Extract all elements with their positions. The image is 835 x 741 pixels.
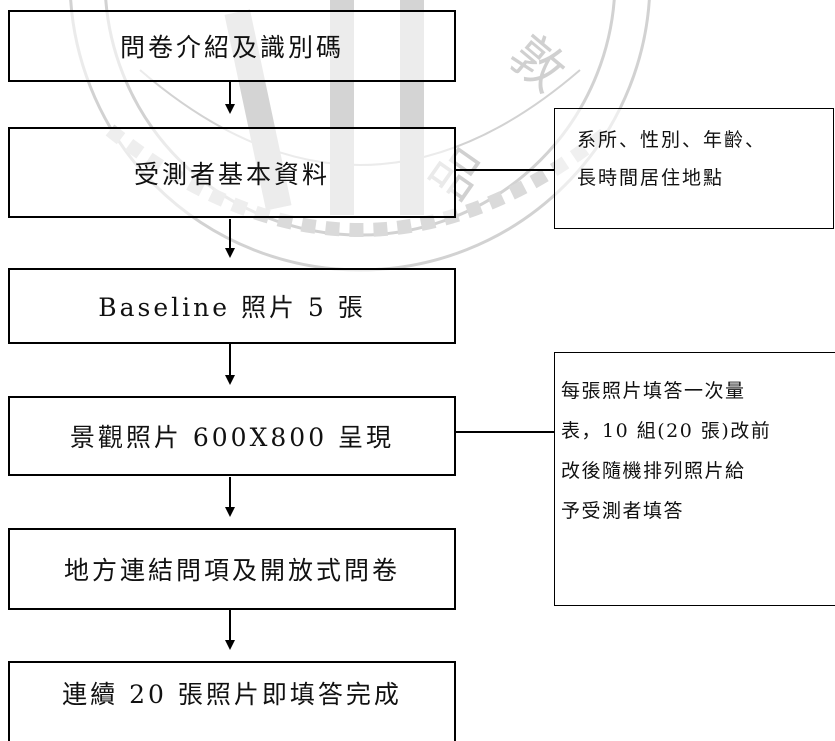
note-procedure-line-3: 改後隨機排列照片給 [561, 460, 746, 482]
step-baseline-photos: Baseline 照片 5 張 [8, 268, 456, 344]
step-basic-info: 受測者基本資料 [8, 127, 456, 218]
note-procedure-line-4: 予受測者填答 [561, 500, 685, 522]
step-landscape-photos: 景觀照片 600X800 呈現 [8, 396, 456, 476]
note-demographics-line-1: 系所、性別、年齡、 [577, 129, 767, 151]
note-procedure: 每張照片填答一次量 表，10 組(20 張)改前 改後隨機排列照片給 予受測者填… [554, 352, 835, 606]
step-completion: 連續 20 張照片即填答完成 [8, 661, 456, 741]
note-demographics-line-2: 長時間居住地點 [577, 167, 725, 189]
note-procedure-line-1: 每張照片填答一次量 [561, 380, 746, 402]
note-procedure-line-2: 表，10 組(20 張)改前 [561, 420, 772, 442]
step-questionnaire-intro: 問卷介紹及識別碼 [8, 10, 456, 82]
step-place-attachment-items: 地方連結問項及開放式問卷 [8, 528, 456, 610]
note-demographics: 系所、性別、年齡、 長時間居住地點 [554, 108, 834, 229]
